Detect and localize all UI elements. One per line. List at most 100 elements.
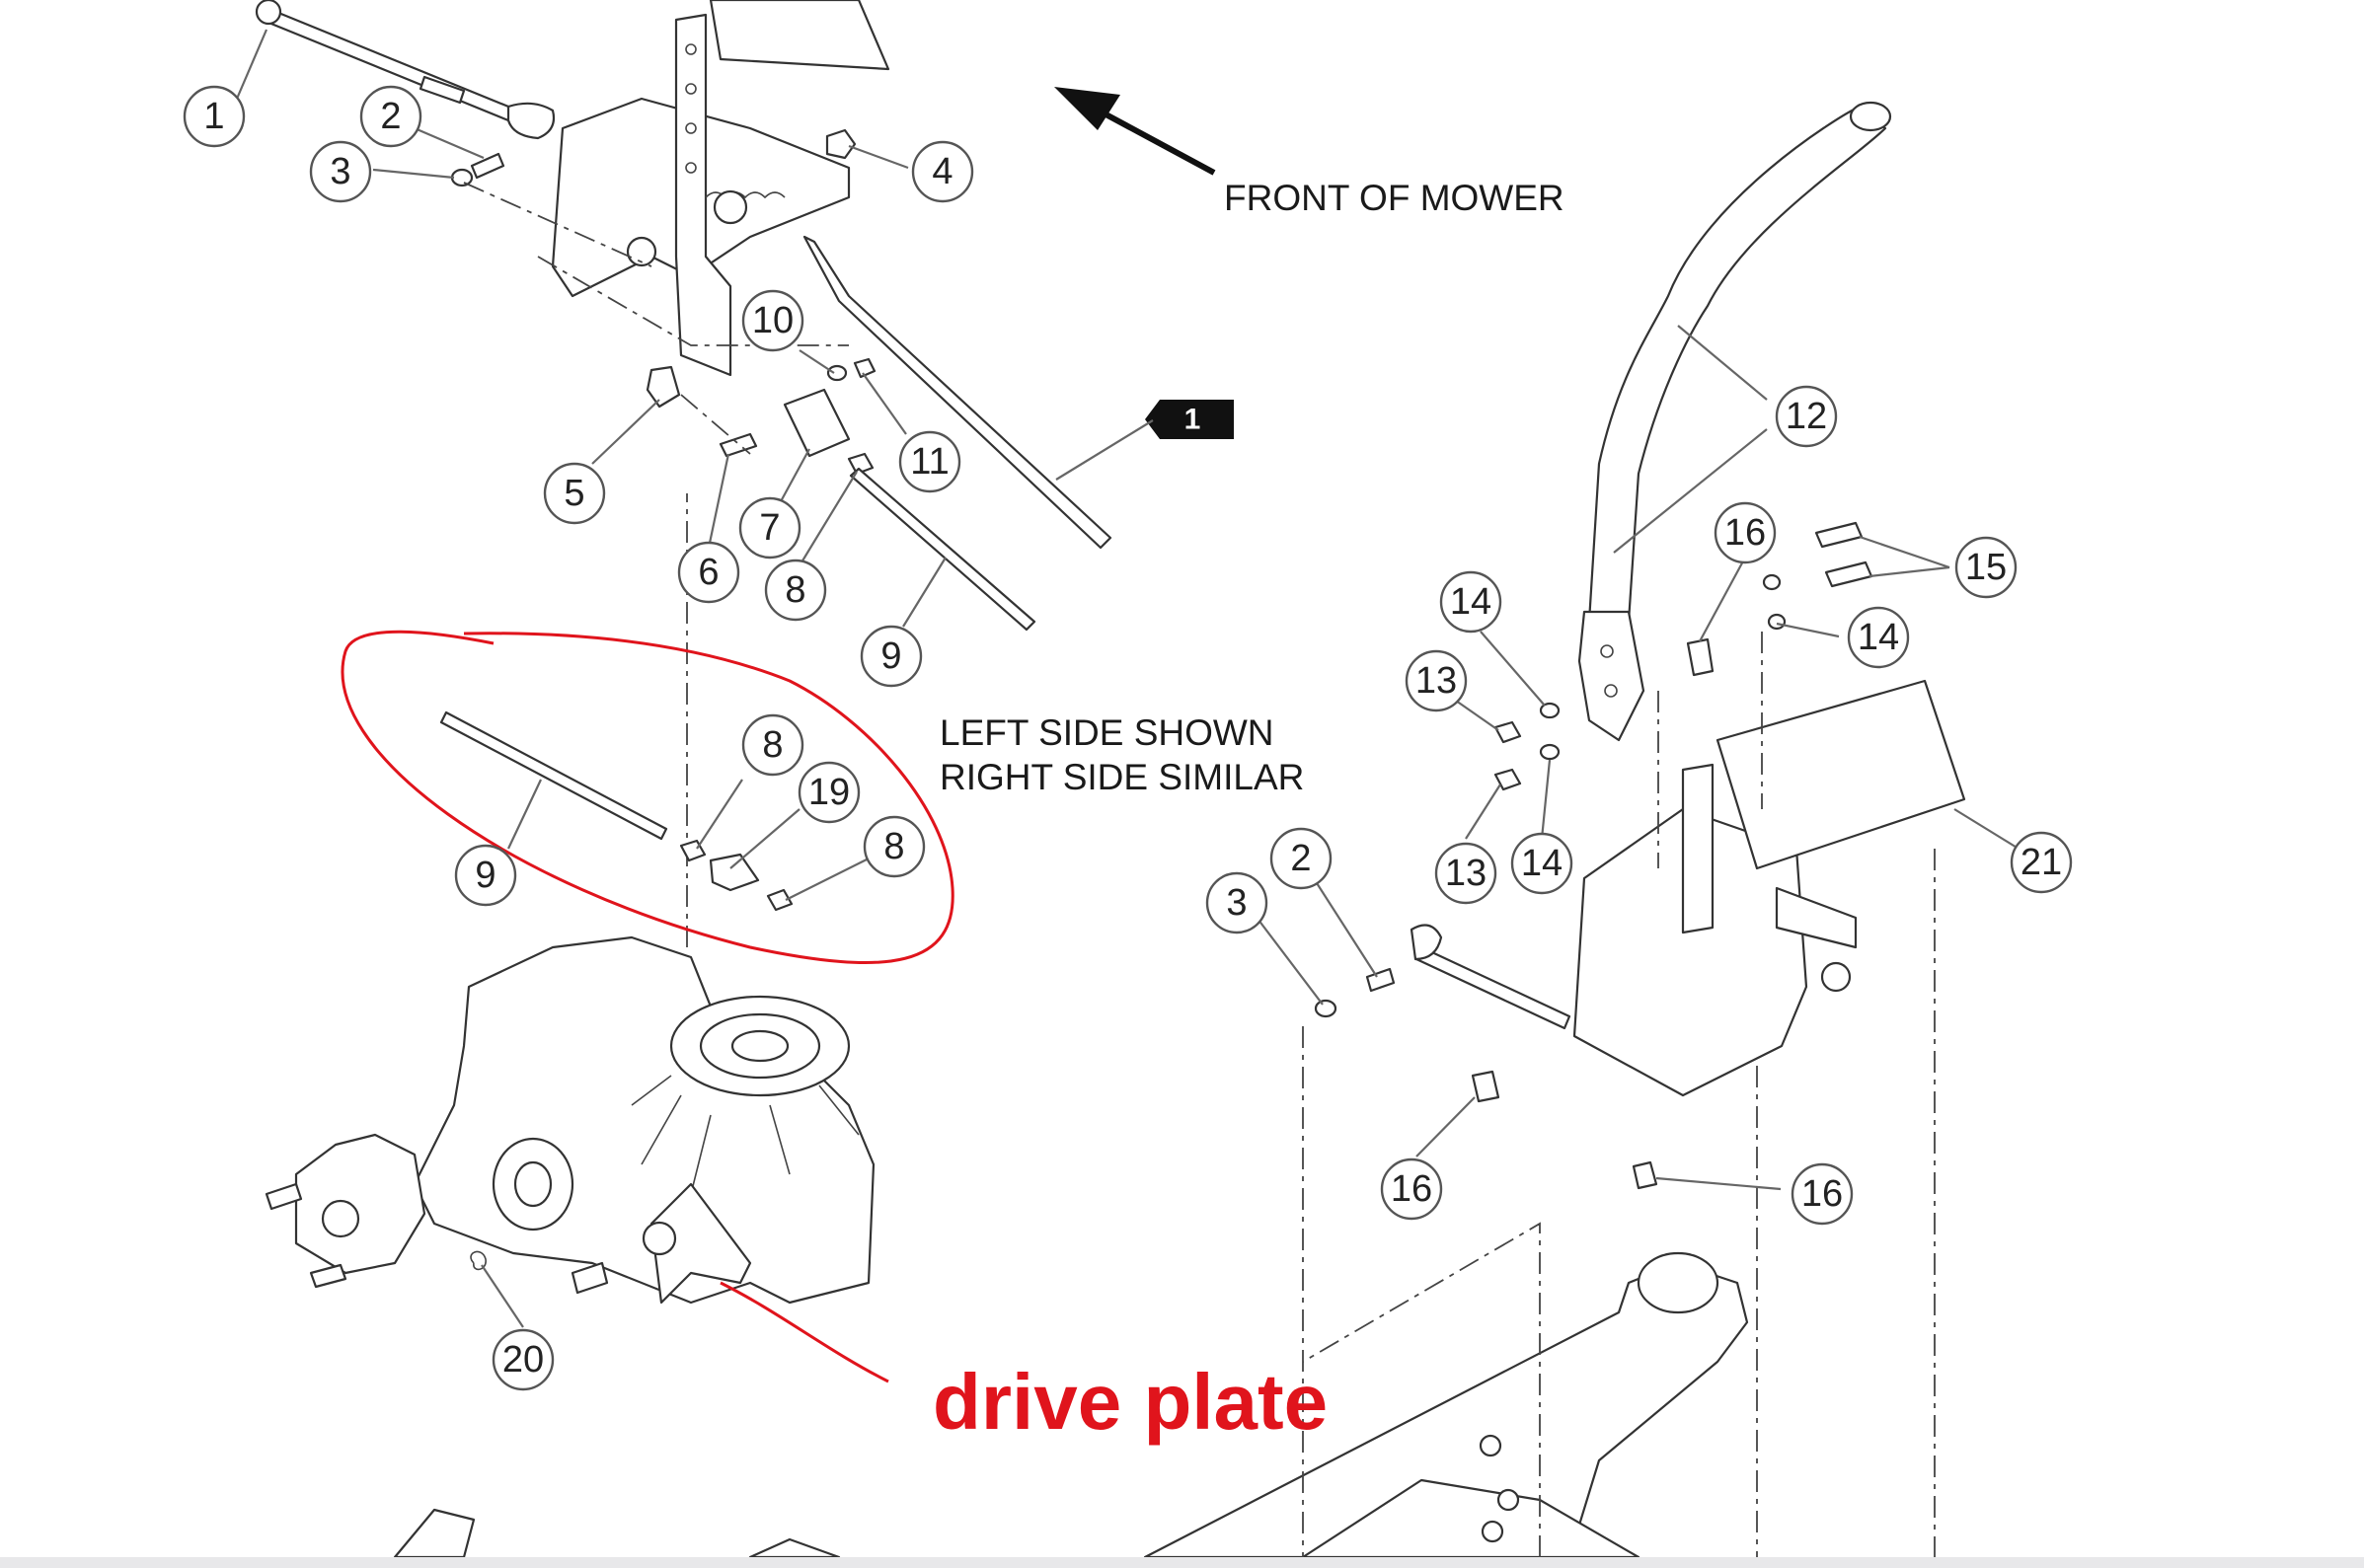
- front-arrow: [1054, 87, 1216, 176]
- callout-c13a: 13: [1405, 649, 1468, 712]
- svg-text:3: 3: [1226, 882, 1247, 924]
- drive-plate-annotation: drive plate: [933, 1358, 1328, 1446]
- callout-c8b: 8: [741, 713, 804, 777]
- transaxle-housing: [413, 935, 876, 1305]
- frame-rail: [709, 0, 890, 71]
- arrow-head: [1054, 87, 1120, 130]
- svg-text:6: 6: [698, 552, 719, 593]
- svg-text:21: 21: [2021, 842, 2062, 883]
- svg-text:10: 10: [752, 300, 794, 341]
- callout-c8a: 8: [764, 559, 827, 622]
- ball-joint: [506, 102, 556, 140]
- callout-c16c: 16: [1791, 1162, 1854, 1226]
- clevis-7: [783, 388, 851, 458]
- rod-9b: [439, 710, 668, 841]
- rod-sleeve: [419, 75, 466, 105]
- svg-text:15: 15: [1965, 547, 2007, 588]
- front-of-mower-label: FRONT OF MOWER: [1224, 178, 1564, 218]
- pivot-nut: [626, 236, 657, 267]
- right-vertical-plate: [1681, 763, 1715, 934]
- washer-10: [826, 364, 848, 382]
- callout-c14a: 14: [1439, 570, 1502, 634]
- svg-text:7: 7: [759, 507, 780, 549]
- callout-c5: 5: [543, 462, 606, 525]
- svg-text:14: 14: [1521, 843, 1563, 884]
- right-frame-rail: [1716, 679, 1966, 870]
- svg-text:2: 2: [1290, 838, 1311, 879]
- callout-c2b: 2: [1269, 827, 1333, 890]
- callout-c3a: 3: [309, 140, 372, 203]
- svg-text:13: 13: [1415, 660, 1457, 702]
- callout-c9a: 9: [860, 625, 923, 688]
- callout-c3b: 3: [1205, 871, 1268, 934]
- right-side-similar-label: RIGHT SIDE SIMILAR: [940, 757, 1304, 797]
- bolt-15a: [1814, 521, 1864, 549]
- svg-text:12: 12: [1786, 396, 1827, 437]
- svg-text:14: 14: [1858, 617, 1899, 658]
- svg-text:5: 5: [564, 473, 584, 514]
- callout-c4: 4: [911, 140, 974, 203]
- lower-frame: [1143, 1261, 1749, 1559]
- svg-text:16: 16: [1724, 512, 1766, 554]
- fan-blades: [631, 1075, 860, 1195]
- bolt-2: [470, 152, 505, 180]
- nut-11: [853, 357, 877, 379]
- svg-text:20: 20: [502, 1339, 544, 1381]
- clip-20: [470, 1250, 487, 1271]
- drive-plate: [649, 1182, 752, 1305]
- callout-c9b: 9: [454, 844, 517, 907]
- callout-c8c: 8: [863, 815, 926, 878]
- callout-c2a: 2: [359, 85, 422, 148]
- annotation-leader: [720, 1281, 889, 1383]
- spring: [705, 191, 786, 199]
- window-bottom-strip: [0, 1557, 2364, 1568]
- svg-text:11: 11: [910, 441, 949, 483]
- svg-text:14: 14: [1450, 581, 1491, 623]
- leader-lines: [235, 29, 2020, 1328]
- callout-c7: 7: [738, 496, 801, 560]
- callout-c1: 1: [183, 85, 246, 148]
- lower-left-parts: [393, 1508, 841, 1559]
- svg-text:1: 1: [203, 96, 224, 137]
- nut-8c: [766, 888, 794, 912]
- svg-text:8: 8: [785, 569, 805, 611]
- rod-end: [255, 0, 282, 26]
- callout-c13b: 13: [1434, 842, 1497, 905]
- svg-text:16: 16: [1391, 1168, 1432, 1210]
- svg-text:9: 9: [475, 855, 496, 896]
- handle-mount: [1577, 610, 1645, 742]
- spring-cap: [713, 189, 748, 225]
- callout-c12: 12: [1775, 385, 1838, 448]
- reference-flag: 1: [1145, 400, 1234, 439]
- vertical-plate: [674, 13, 732, 377]
- circled-rod-assembly: [341, 630, 954, 965]
- clip-5: [646, 365, 681, 409]
- flag-label: 1: [1184, 404, 1201, 436]
- callout-c19: 19: [798, 761, 861, 824]
- linkage-rod: [802, 235, 1112, 550]
- svg-text:2: 2: [380, 96, 401, 137]
- bolt-15b: [1824, 560, 1873, 588]
- callout-c21: 21: [2010, 831, 2073, 894]
- callout-c15: 15: [1954, 536, 2018, 599]
- nut-8: [847, 452, 875, 476]
- right-control-assembly: [1143, 101, 1966, 1559]
- svg-text:4: 4: [932, 151, 953, 192]
- svg-text:13: 13: [1445, 853, 1487, 894]
- callout-c11: 11: [898, 430, 961, 493]
- svg-text:3: 3: [330, 151, 350, 192]
- highlight-circle: [341, 630, 954, 965]
- handle-grip-end: [1849, 101, 1892, 132]
- swivel-19: [709, 853, 760, 892]
- washer-3: [450, 168, 474, 187]
- right-rod: [1414, 945, 1571, 1030]
- svg-text:19: 19: [808, 772, 850, 813]
- rod-9: [849, 467, 1036, 632]
- svg-text:9: 9: [880, 635, 901, 677]
- svg-text:8: 8: [883, 826, 904, 867]
- bolt-6: [719, 432, 758, 458]
- left-side-shown-label: LEFT SIDE SHOWN: [940, 712, 1274, 753]
- callout-c10: 10: [741, 289, 804, 352]
